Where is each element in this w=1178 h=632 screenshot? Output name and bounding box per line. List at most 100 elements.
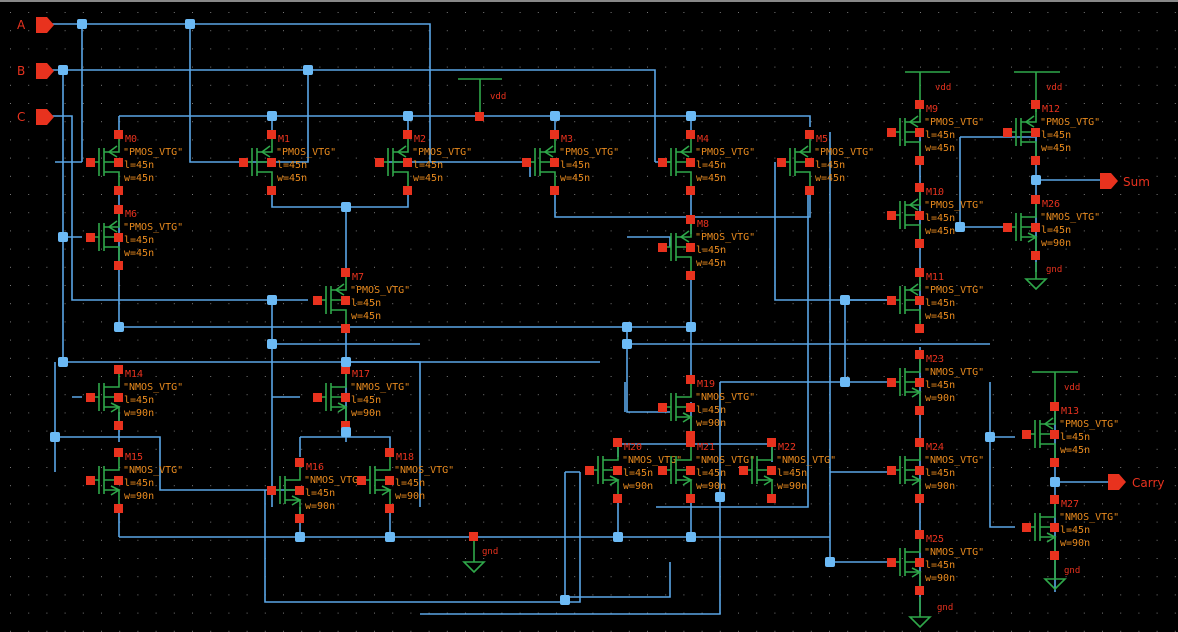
terminal-pin[interactable] xyxy=(114,261,123,270)
terminal-pin[interactable] xyxy=(686,431,695,440)
terminal-pin[interactable] xyxy=(1022,430,1031,439)
terminal-pin[interactable] xyxy=(86,158,95,167)
terminal-pin[interactable] xyxy=(915,558,924,567)
terminal-pin[interactable] xyxy=(915,466,924,475)
terminal-pin[interactable] xyxy=(295,514,304,523)
terminal-pin[interactable] xyxy=(341,421,350,430)
terminal-pin[interactable] xyxy=(114,476,123,485)
terminal-pin[interactable] xyxy=(915,211,924,220)
terminal-pin[interactable] xyxy=(805,158,814,167)
wire-vdd-rail[interactable] xyxy=(118,115,811,134)
terminal-pin[interactable] xyxy=(686,438,695,447)
terminal-pin[interactable] xyxy=(1050,402,1059,411)
terminal-pin[interactable] xyxy=(1031,100,1040,109)
terminal-pin[interactable] xyxy=(313,296,322,305)
terminal-pin[interactable] xyxy=(341,296,350,305)
terminal-pin[interactable] xyxy=(767,438,776,447)
terminal-pin[interactable] xyxy=(114,504,123,513)
terminal-pin[interactable] xyxy=(341,365,350,374)
terminal-pin[interactable] xyxy=(915,239,924,248)
terminal-pin[interactable] xyxy=(915,268,924,277)
terminal-pin[interactable] xyxy=(341,324,350,333)
terminal-pin[interactable] xyxy=(613,438,622,447)
terminal-pin[interactable] xyxy=(887,211,896,220)
terminal-pin[interactable] xyxy=(1031,223,1040,232)
terminal-pin[interactable] xyxy=(887,296,896,305)
wire-nmos-bottom[interactable] xyxy=(118,497,830,538)
wire-a[interactable] xyxy=(50,23,431,163)
terminal-pin[interactable] xyxy=(915,156,924,165)
terminal-pin[interactable] xyxy=(357,476,366,485)
terminal-pin[interactable] xyxy=(341,393,350,402)
terminal-pin[interactable] xyxy=(767,494,776,503)
terminal-pin[interactable] xyxy=(86,233,95,242)
terminal-pin[interactable] xyxy=(915,128,924,137)
terminal-pin[interactable] xyxy=(550,130,559,139)
terminal-pin[interactable] xyxy=(239,158,248,167)
terminal-pin[interactable] xyxy=(658,243,667,252)
terminal-pin[interactable] xyxy=(403,130,412,139)
output-pin-carry[interactable]: Carry xyxy=(1108,474,1165,490)
wire-c[interactable] xyxy=(50,115,308,301)
terminal-pin[interactable] xyxy=(1050,458,1059,467)
output-pin-sum[interactable]: Sum xyxy=(1100,173,1150,189)
terminal-pin[interactable] xyxy=(1031,128,1040,137)
terminal-pin[interactable] xyxy=(805,186,814,195)
terminal-pin[interactable] xyxy=(915,183,924,192)
terminal-pin[interactable] xyxy=(686,158,695,167)
terminal-pin[interactable] xyxy=(267,130,276,139)
terminal-pin[interactable] xyxy=(267,486,276,495)
terminal-pin[interactable] xyxy=(295,486,304,495)
terminal-pin[interactable] xyxy=(1031,251,1040,260)
terminal-pin[interactable] xyxy=(887,558,896,567)
terminal-pin[interactable] xyxy=(267,158,276,167)
terminal-pin[interactable] xyxy=(686,466,695,475)
terminal-pin[interactable] xyxy=(341,268,350,277)
terminal-pin[interactable] xyxy=(114,365,123,374)
terminal-pin[interactable] xyxy=(114,158,123,167)
terminal-pin[interactable] xyxy=(686,375,695,384)
terminal-pin[interactable] xyxy=(1022,523,1031,532)
terminal-pin[interactable] xyxy=(686,494,695,503)
terminal-pin[interactable] xyxy=(313,393,322,402)
terminal-pin[interactable] xyxy=(114,186,123,195)
terminal-pin[interactable] xyxy=(887,466,896,475)
terminal-pin[interactable] xyxy=(915,438,924,447)
terminal-pin[interactable] xyxy=(887,378,896,387)
terminal-pin[interactable] xyxy=(915,100,924,109)
terminal-pin[interactable] xyxy=(915,530,924,539)
terminal-pin[interactable] xyxy=(403,158,412,167)
input-pin-b[interactable]: B xyxy=(17,63,54,79)
terminal-pin[interactable] xyxy=(403,186,412,195)
terminal-pin[interactable] xyxy=(86,393,95,402)
terminal-pin[interactable] xyxy=(658,403,667,412)
terminal-pin[interactable] xyxy=(777,158,786,167)
terminal-pin[interactable] xyxy=(915,296,924,305)
terminal-pin[interactable] xyxy=(686,243,695,252)
terminal-pin[interactable] xyxy=(295,458,304,467)
terminal-pin[interactable] xyxy=(550,158,559,167)
terminal-pin[interactable] xyxy=(805,130,814,139)
terminal-pin[interactable] xyxy=(767,466,776,475)
terminal-pin[interactable] xyxy=(686,130,695,139)
